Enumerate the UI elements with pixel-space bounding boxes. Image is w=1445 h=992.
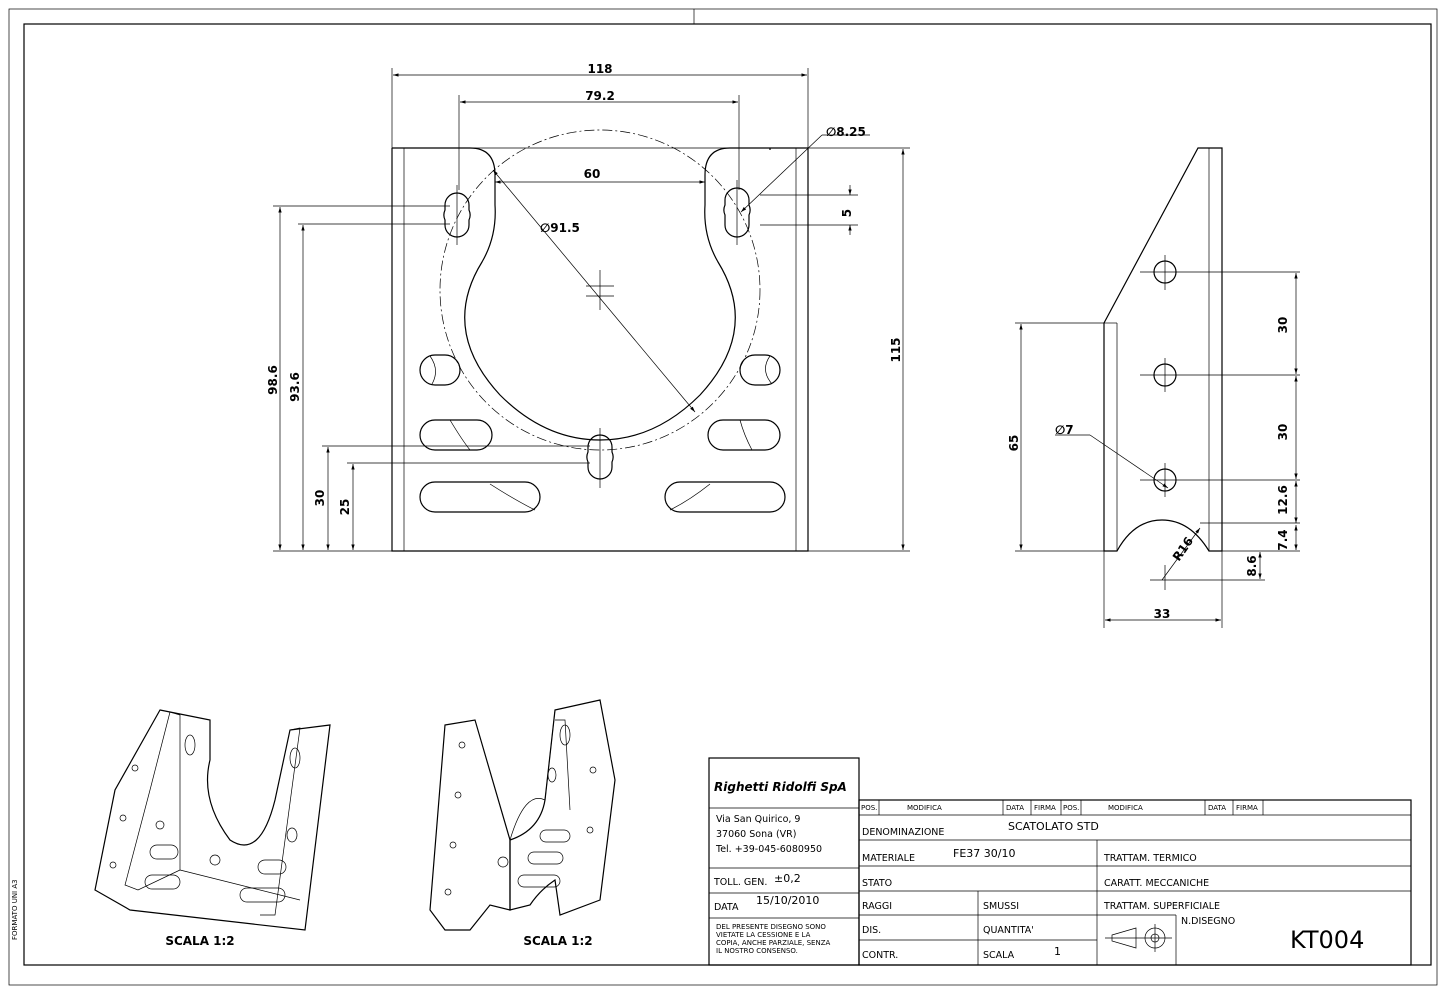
caratt-meccaniche-label: CARATT. MECCANICHE — [1104, 878, 1209, 889]
side-view — [1015, 147, 1300, 628]
dim-93-6: 93.6 — [288, 372, 302, 402]
date-value: 15/10/2010 — [756, 894, 819, 907]
dim-30-lower: 30 — [1276, 424, 1290, 441]
trattam-termico-label: TRATTAM. TERMICO — [1103, 853, 1197, 864]
dim-33: 33 — [1154, 607, 1171, 621]
scale-label-left: SCALA 1:2 — [165, 934, 234, 948]
disclaimer-line-3: COPIA, ANCHE PARZIALE, SENZA — [716, 939, 830, 947]
date-label: DATA — [714, 902, 739, 913]
trattam-superficiale-label: TRATTAM. SUPERFICIALE — [1103, 901, 1220, 912]
rev-header-modifica-1: MODIFICA — [907, 804, 942, 812]
isometric-view-right — [429, 699, 616, 931]
rev-header-firma-2: FIRMA — [1236, 804, 1258, 812]
dim-30: 30 — [313, 490, 327, 507]
tolerance-value: ±0,2 — [774, 872, 801, 885]
dim-25: 25 — [338, 499, 352, 516]
dim-30-upper: 30 — [1276, 317, 1290, 334]
disclaimer-line-4: IL NOSTRO CONSENSO. — [716, 947, 798, 955]
drawing-number: KT004 — [1290, 926, 1364, 954]
contr-label: CONTR. — [862, 950, 898, 961]
rev-header-data-1: DATA — [1006, 804, 1024, 812]
n-disegno-label: N.DISEGNO — [1181, 916, 1235, 927]
rev-header-data-2: DATA — [1208, 804, 1226, 812]
denominazione-label: DENOMINAZIONE — [862, 827, 944, 838]
dim-diameter-91-5: ∅91.5 — [540, 221, 580, 235]
scala-label: SCALA — [983, 950, 1015, 961]
company-phone: Tel. +39-045-6080950 — [715, 844, 822, 855]
company-address-1: Via San Quirico, 9 — [716, 814, 800, 825]
dim-65: 65 — [1007, 435, 1021, 452]
dim-115: 115 — [889, 337, 903, 362]
rev-header-pos-1: POS. — [861, 804, 877, 812]
disclaimer-line-1: DEL PRESENTE DISEGNO SONO — [716, 923, 826, 931]
rev-header-modifica-2: MODIFICA — [1108, 804, 1143, 812]
tolerance-label: TOLL. GEN. — [713, 877, 767, 888]
company-address-2: 37060 Sona (VR) — [716, 829, 796, 840]
dim-5: 5 — [840, 209, 854, 217]
quantita-label: QUANTITA' — [983, 925, 1034, 936]
dim-diameter-8-25: ∅8.25 — [826, 125, 866, 139]
dim-diameter-7: ∅7 — [1055, 423, 1074, 437]
dim-98-6: 98.6 — [266, 365, 280, 395]
company-name: Righetti Ridolfi SpA — [714, 780, 847, 794]
denominazione-value: SCATOLATO STD — [1008, 820, 1099, 833]
disclaimer-line-2: VIETATE LA CESSIONE E LA — [716, 931, 811, 939]
stato-label: STATO — [862, 878, 892, 889]
isometric-view-left — [94, 709, 331, 931]
rev-header-firma-1: FIRMA — [1034, 804, 1056, 812]
format-label: FORMATO UNI A3 — [11, 879, 19, 940]
materiale-label: MATERIALE — [862, 853, 915, 864]
dim-7-4: 7.4 — [1276, 529, 1290, 550]
dim-79-2: 79.2 — [585, 89, 615, 103]
dim-118: 118 — [587, 62, 612, 76]
quantita-value: 1 — [1054, 945, 1061, 958]
dim-8-6: 8.6 — [1245, 555, 1259, 576]
dim-12-6: 12.6 — [1276, 485, 1290, 515]
scale-label-right: SCALA 1:2 — [523, 934, 592, 948]
dim-60: 60 — [584, 167, 601, 181]
rev-header-pos-2: POS. — [1063, 804, 1079, 812]
materiale-value: FE37 30/10 — [953, 847, 1015, 860]
front-view — [273, 68, 910, 552]
title-block — [708, 757, 1412, 966]
smussi-label: SMUSSI — [983, 901, 1019, 912]
raggi-label: RAGGI — [862, 901, 892, 912]
dis-label: DIS. — [862, 925, 881, 936]
